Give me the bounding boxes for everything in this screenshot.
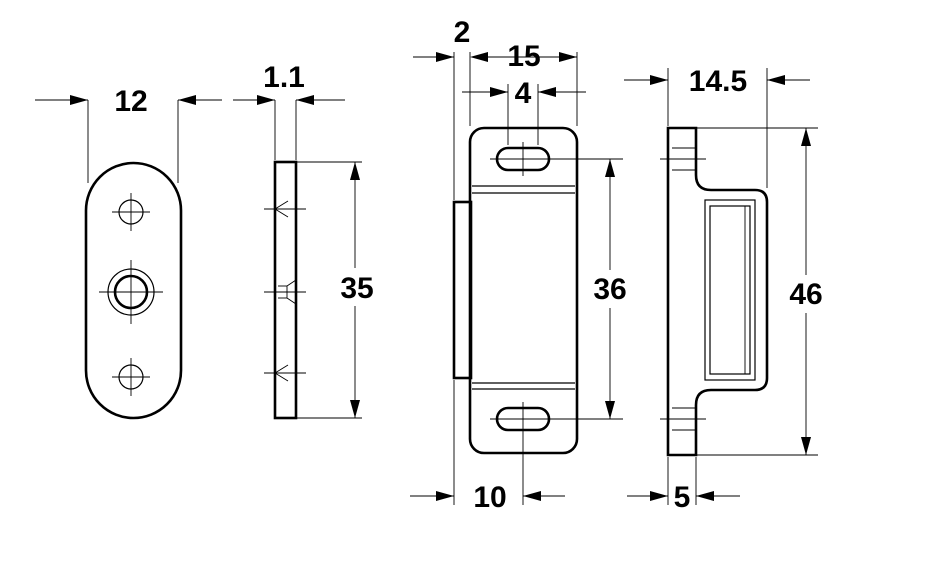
latch-width-label: 15 bbox=[507, 40, 540, 73]
overall-height-label: 46 bbox=[789, 278, 822, 311]
catch-side-view bbox=[624, 68, 818, 505]
latch-offset-label: 2 bbox=[454, 16, 471, 49]
striker-plate-side-view bbox=[233, 95, 362, 420]
body-width-label: 10 bbox=[473, 481, 506, 514]
side-depth-label: 14.5 bbox=[689, 65, 747, 98]
catch-front-view bbox=[410, 52, 623, 505]
label-bg bbox=[588, 270, 632, 308]
plate-width-label: 12 bbox=[114, 85, 147, 118]
plate-thickness-label: 1.1 bbox=[263, 61, 305, 94]
hole-spacing-label: 36 bbox=[593, 273, 626, 306]
striker-plate-front-view bbox=[35, 95, 222, 420]
flange-thickness-label: 5 bbox=[674, 481, 691, 514]
label-bg bbox=[336, 268, 378, 306]
slot-length-label: 4 bbox=[515, 77, 532, 110]
label-bg bbox=[784, 275, 828, 313]
plate-height-label: 35 bbox=[340, 272, 373, 305]
